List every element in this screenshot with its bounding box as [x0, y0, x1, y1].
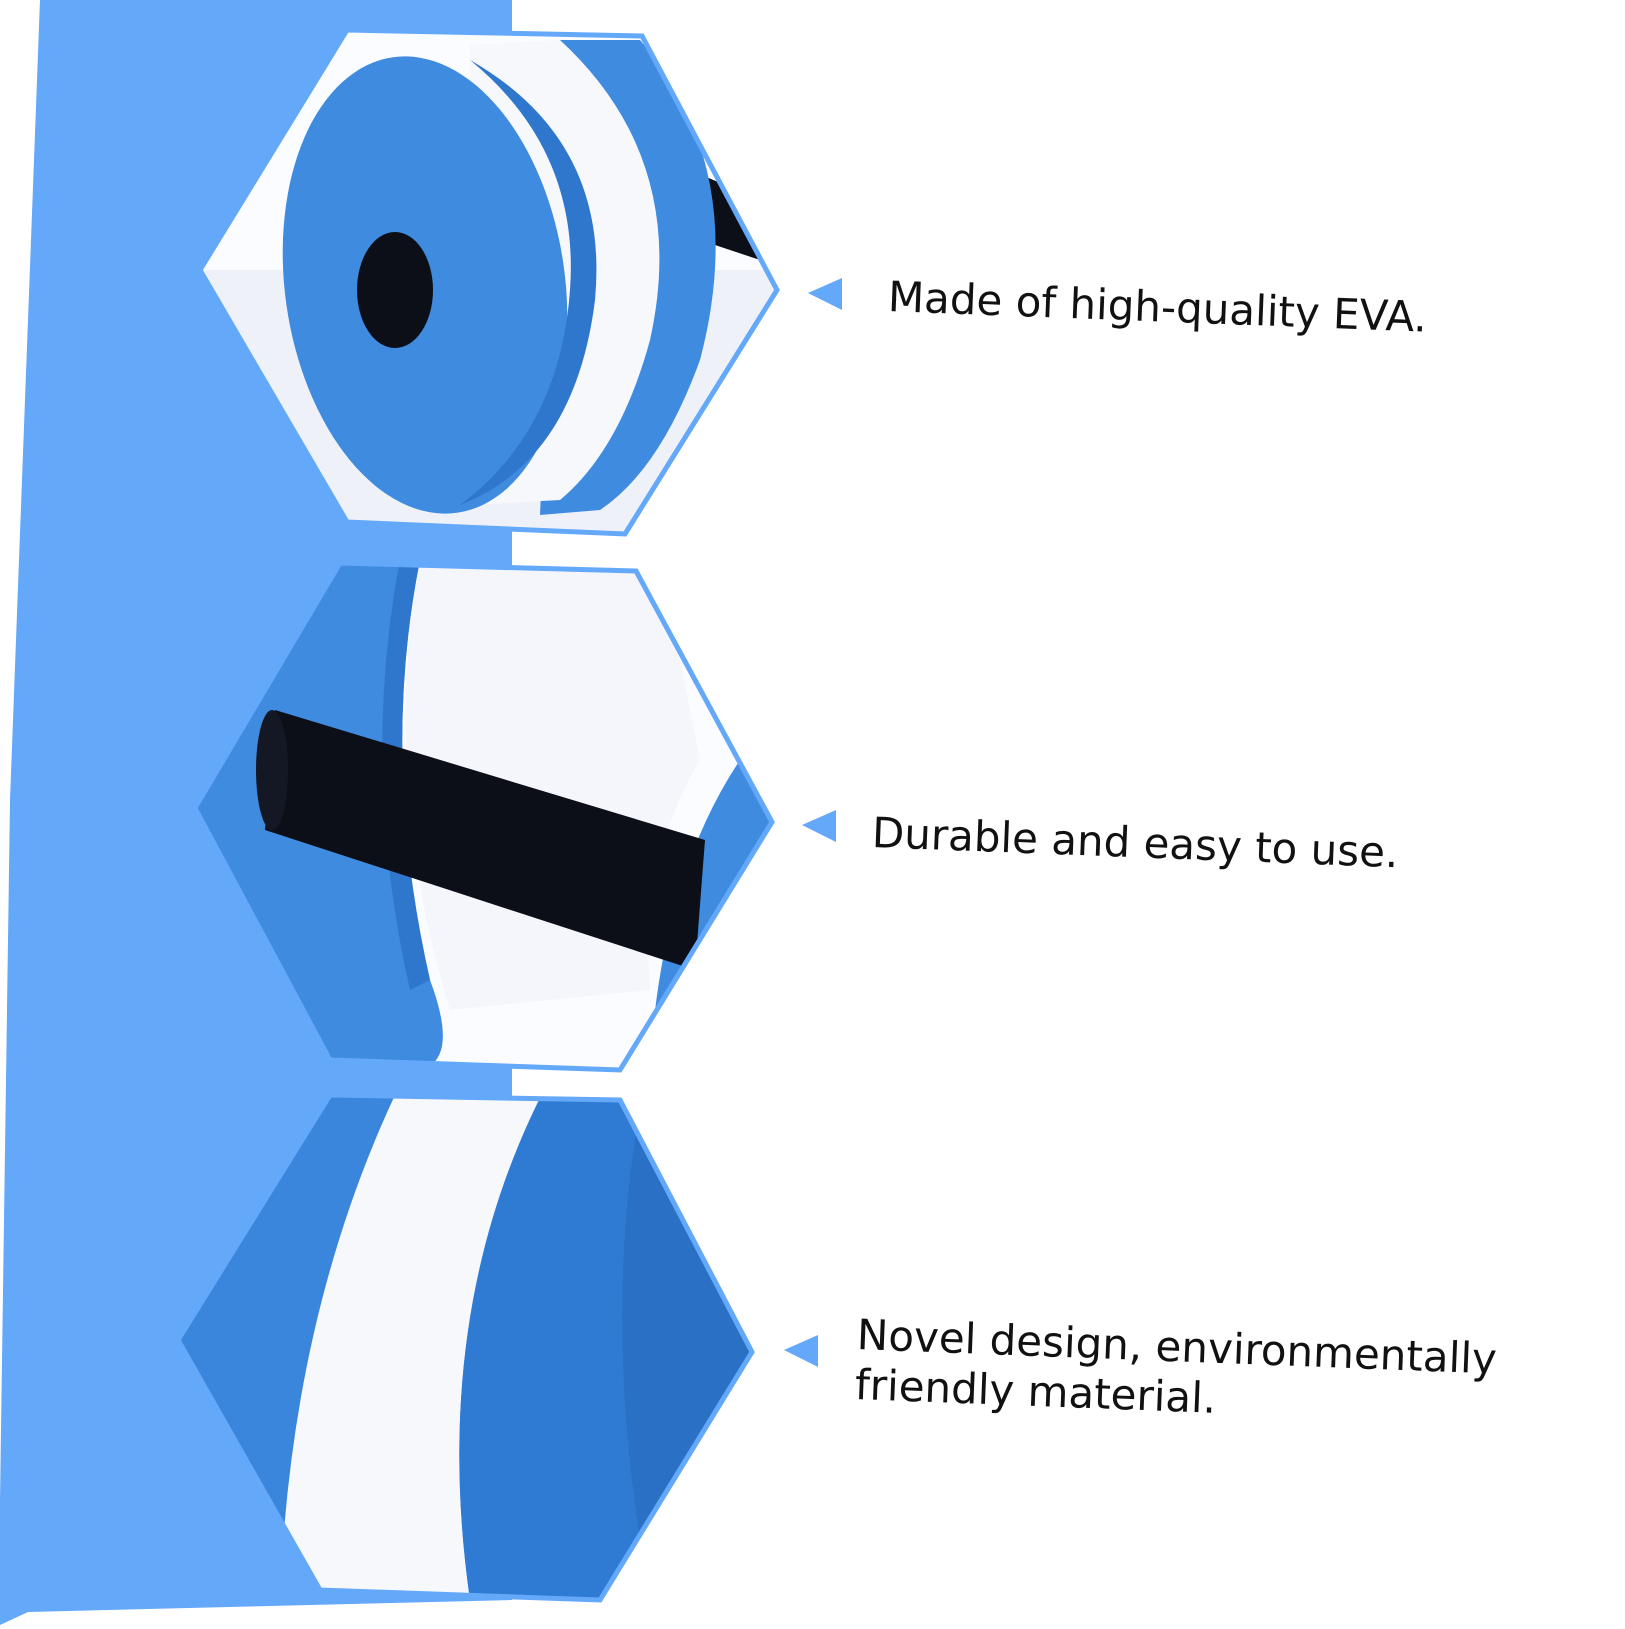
triangle-pointer-icon	[808, 278, 842, 310]
triangle-pointer-icon	[784, 1335, 818, 1367]
photo-panel-1	[197, 27, 780, 537]
triangle-pointer-icon	[802, 810, 836, 842]
